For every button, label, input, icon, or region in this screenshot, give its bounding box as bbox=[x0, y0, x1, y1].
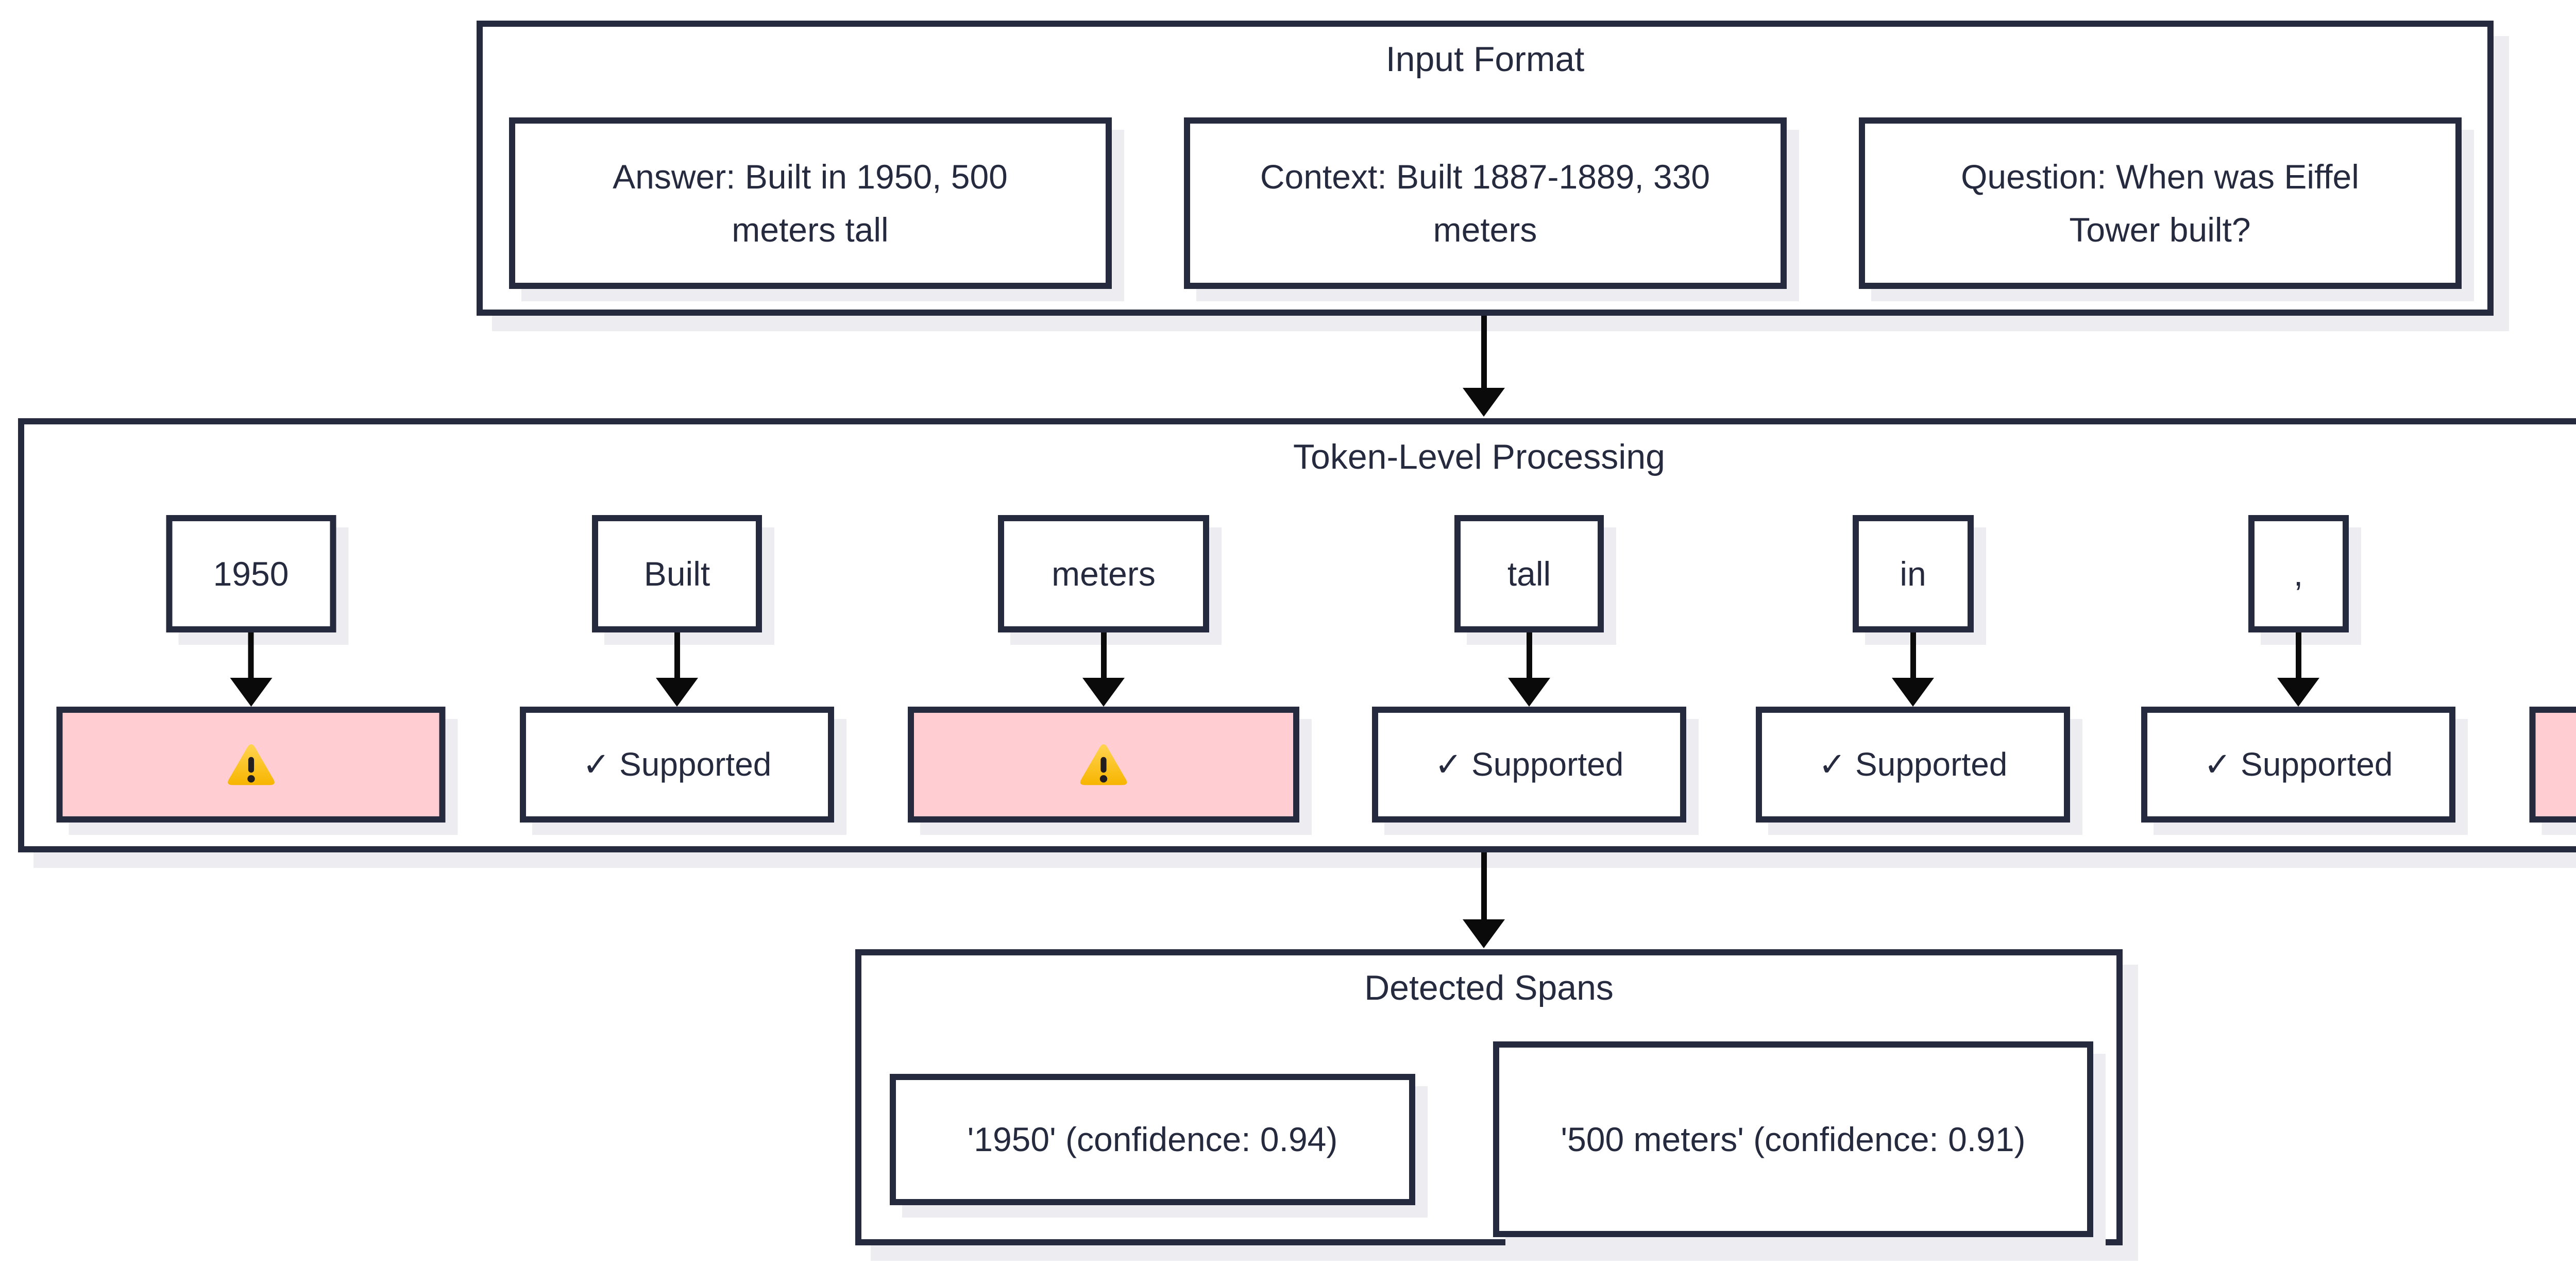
arrow-shaft bbox=[1526, 632, 1532, 678]
arrow-shaft bbox=[248, 632, 254, 678]
token-box: tall bbox=[1454, 515, 1604, 632]
token-box: meters bbox=[998, 515, 1209, 632]
token-column-tall: tall ✓ Supported bbox=[1372, 515, 1686, 823]
token-box: 1950 bbox=[166, 515, 336, 632]
status-box-supported: ✓ Supported bbox=[1756, 707, 2070, 823]
token-column-in: in ✓ Supported bbox=[1756, 515, 2070, 823]
warning-icon bbox=[1080, 744, 1127, 785]
detected-spans-panel: Detected Spans '1950' (confidence: 0.94)… bbox=[855, 949, 2123, 1245]
arrow-shaft bbox=[1910, 632, 1916, 678]
status-label: ✓ Supported bbox=[2204, 746, 2393, 783]
status-box-supported: ✓ Supported bbox=[520, 707, 834, 823]
token-column-comma: , ✓ Supported bbox=[2141, 515, 2455, 823]
token-processing-panel: Token-Level Processing 1950 Built bbox=[18, 418, 2576, 852]
detected-span-500-meters: '500 meters' (confidence: 0.91) bbox=[1493, 1041, 2093, 1237]
status-box-warning bbox=[2529, 707, 2576, 823]
token-column-500: 500 bbox=[2529, 515, 2576, 823]
answer-card: Answer: Built in 1950, 500 meters tall bbox=[509, 117, 1112, 289]
arrow-head bbox=[1463, 388, 1505, 417]
arrow-head bbox=[230, 678, 272, 707]
token-label: in bbox=[1900, 555, 1926, 593]
arrow-head bbox=[656, 678, 698, 707]
arrow-head bbox=[1082, 678, 1125, 707]
arrow-down-icon bbox=[1508, 632, 1550, 707]
status-box-warning bbox=[56, 707, 446, 823]
arrow-head bbox=[2277, 678, 2319, 707]
token-box: in bbox=[1852, 515, 1974, 632]
arrow-shaft bbox=[2295, 632, 2301, 678]
input-format-title: Input Format bbox=[1385, 40, 1585, 79]
token-column-built: Built ✓ Supported bbox=[520, 515, 834, 823]
detected-spans-title: Detected Spans bbox=[1364, 968, 1614, 1007]
arrow-down-icon bbox=[1463, 316, 1505, 417]
answer-card-label: Answer: Built in 1950, 500 meters tall bbox=[613, 158, 1008, 249]
context-card-label: Context: Built 1887-1889, 330 meters bbox=[1260, 158, 1710, 249]
status-box-supported: ✓ Supported bbox=[2141, 707, 2455, 823]
token-label: 1950 bbox=[213, 555, 289, 593]
token-column-meters: meters bbox=[908, 515, 1299, 823]
status-box-supported: ✓ Supported bbox=[1372, 707, 1686, 823]
input-format-panel: Input Format Answer: Built in 1950, 500 … bbox=[477, 21, 2494, 316]
detected-span-label: '500 meters' (confidence: 0.91) bbox=[1561, 1120, 2026, 1158]
arrow-down-icon bbox=[1892, 632, 1934, 707]
token-label: meters bbox=[1052, 555, 1156, 593]
token-processing-title: Token-Level Processing bbox=[1293, 437, 1665, 476]
arrow-down-icon bbox=[1082, 632, 1125, 707]
token-box: Built bbox=[592, 515, 762, 632]
arrow-shaft bbox=[1481, 316, 1487, 388]
context-card: Context: Built 1887-1889, 330 meters bbox=[1183, 117, 1787, 289]
detected-span-label: '1950' (confidence: 0.94) bbox=[967, 1120, 1338, 1159]
arrow-head bbox=[1508, 678, 1550, 707]
token-box: , bbox=[2248, 515, 2349, 632]
detected-span-1950: '1950' (confidence: 0.94) bbox=[890, 1074, 1415, 1205]
arrow-shaft bbox=[1100, 632, 1107, 678]
question-card: Question: When was Eiffel Tower built? bbox=[1858, 117, 2462, 289]
input-cards-row: Answer: Built in 1950, 500 meters tall C… bbox=[483, 117, 2487, 289]
arrow-down-icon bbox=[656, 632, 698, 707]
arrow-down-icon bbox=[2277, 632, 2319, 707]
status-label: ✓ Supported bbox=[1818, 746, 2008, 783]
arrow-head bbox=[1892, 678, 1934, 707]
arrow-shaft bbox=[674, 632, 680, 678]
arrow-head bbox=[1463, 919, 1505, 948]
arrow-shaft bbox=[1481, 852, 1487, 919]
question-card-label: Question: When was Eiffel Tower built? bbox=[1961, 158, 2359, 249]
token-column-1950: 1950 bbox=[56, 515, 446, 823]
status-label: ✓ Supported bbox=[1434, 746, 1624, 783]
arrow-down-icon bbox=[1463, 852, 1505, 948]
status-label: ✓ Supported bbox=[582, 746, 772, 783]
arrow-down-icon bbox=[230, 632, 272, 707]
token-label: Built bbox=[643, 555, 710, 593]
token-label: , bbox=[2293, 555, 2303, 593]
status-box-warning bbox=[908, 707, 1299, 823]
warning-icon bbox=[227, 744, 275, 785]
token-label: tall bbox=[1507, 555, 1551, 593]
